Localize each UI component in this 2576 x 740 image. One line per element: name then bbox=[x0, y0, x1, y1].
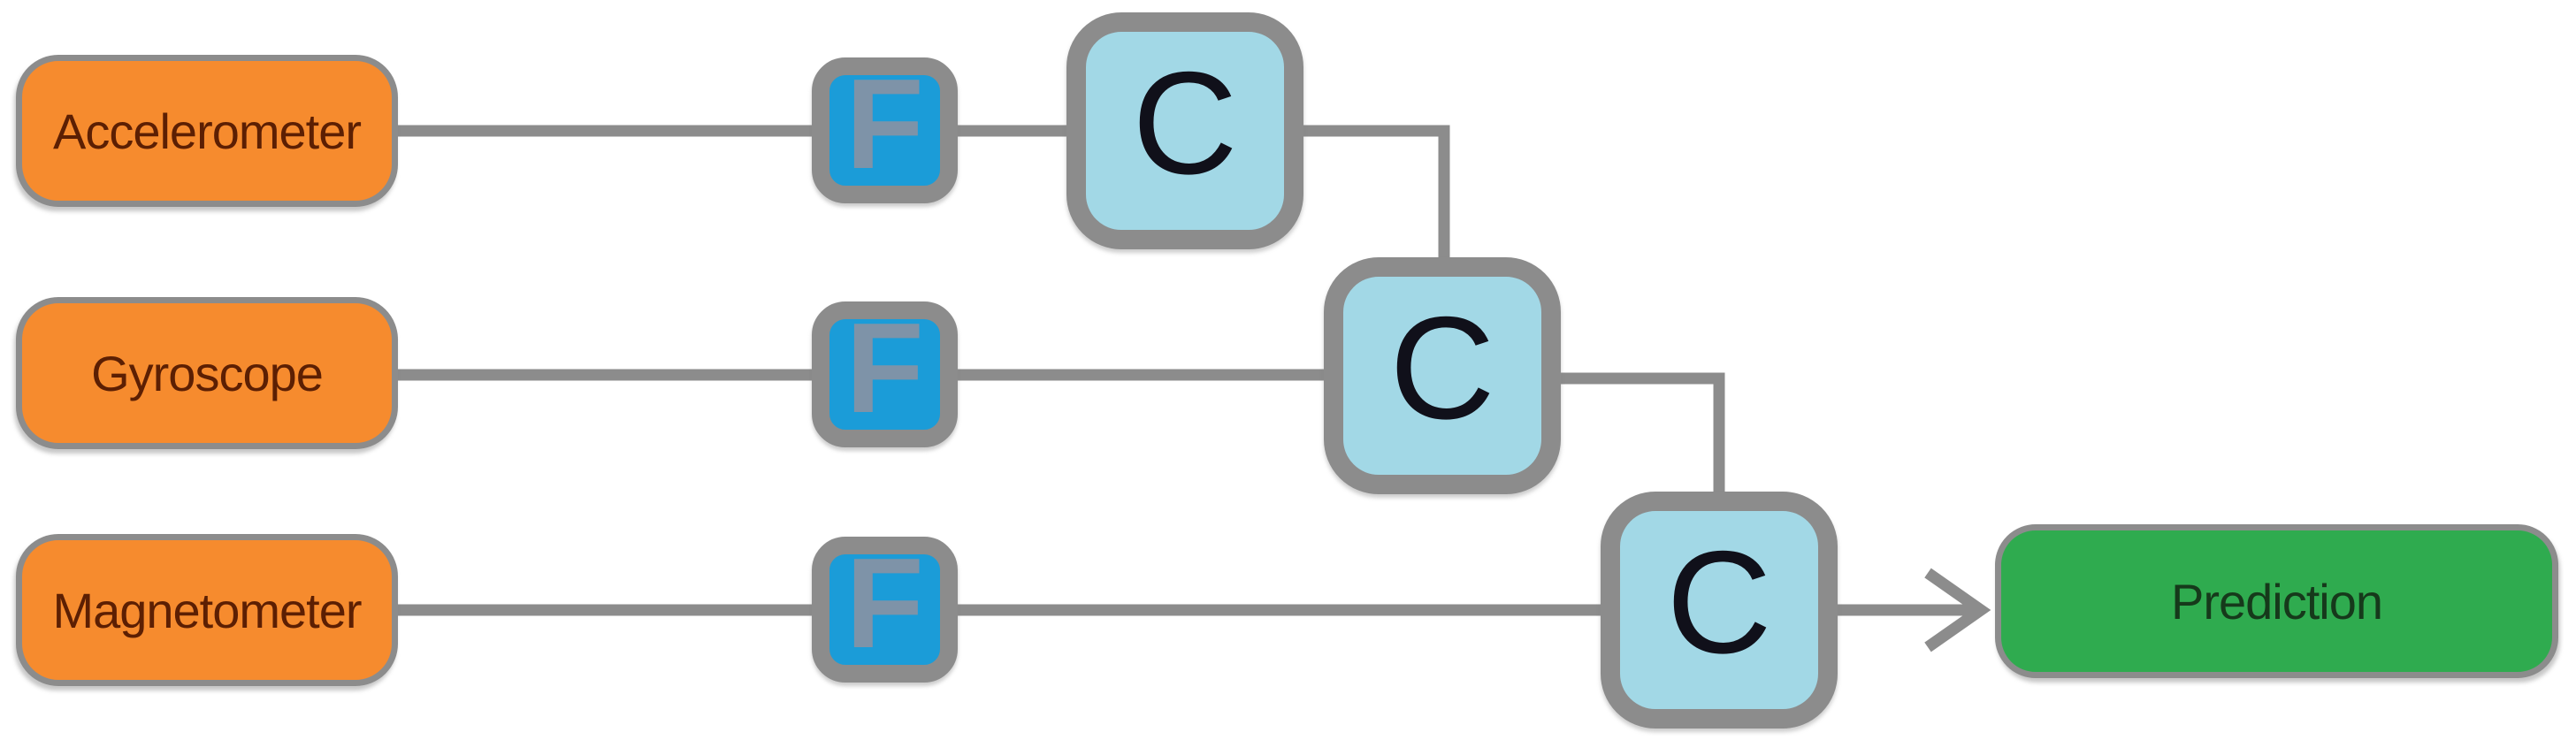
combine-block-3: C bbox=[1601, 492, 1838, 729]
feature-block-magnetometer: F bbox=[812, 531, 958, 683]
arrow-head-icon bbox=[1924, 568, 1991, 652]
sensor-box-accelerometer: Accelerometer bbox=[16, 55, 398, 207]
connector-c1-to-c2 bbox=[1297, 125, 1450, 265]
prediction-box: Prediction bbox=[1995, 524, 2558, 678]
combine-block-1: C bbox=[1066, 12, 1303, 249]
connector-c2-to-c3 bbox=[1555, 372, 1725, 500]
feature-block-accelerometer: F bbox=[812, 52, 958, 203]
feature-block-gyroscope: F bbox=[812, 296, 958, 447]
sensor-box-gyroscope: Gyroscope bbox=[16, 297, 398, 449]
combine-block-2: C bbox=[1324, 257, 1561, 494]
sensor-box-magnetometer: Magnetometer bbox=[16, 534, 398, 686]
